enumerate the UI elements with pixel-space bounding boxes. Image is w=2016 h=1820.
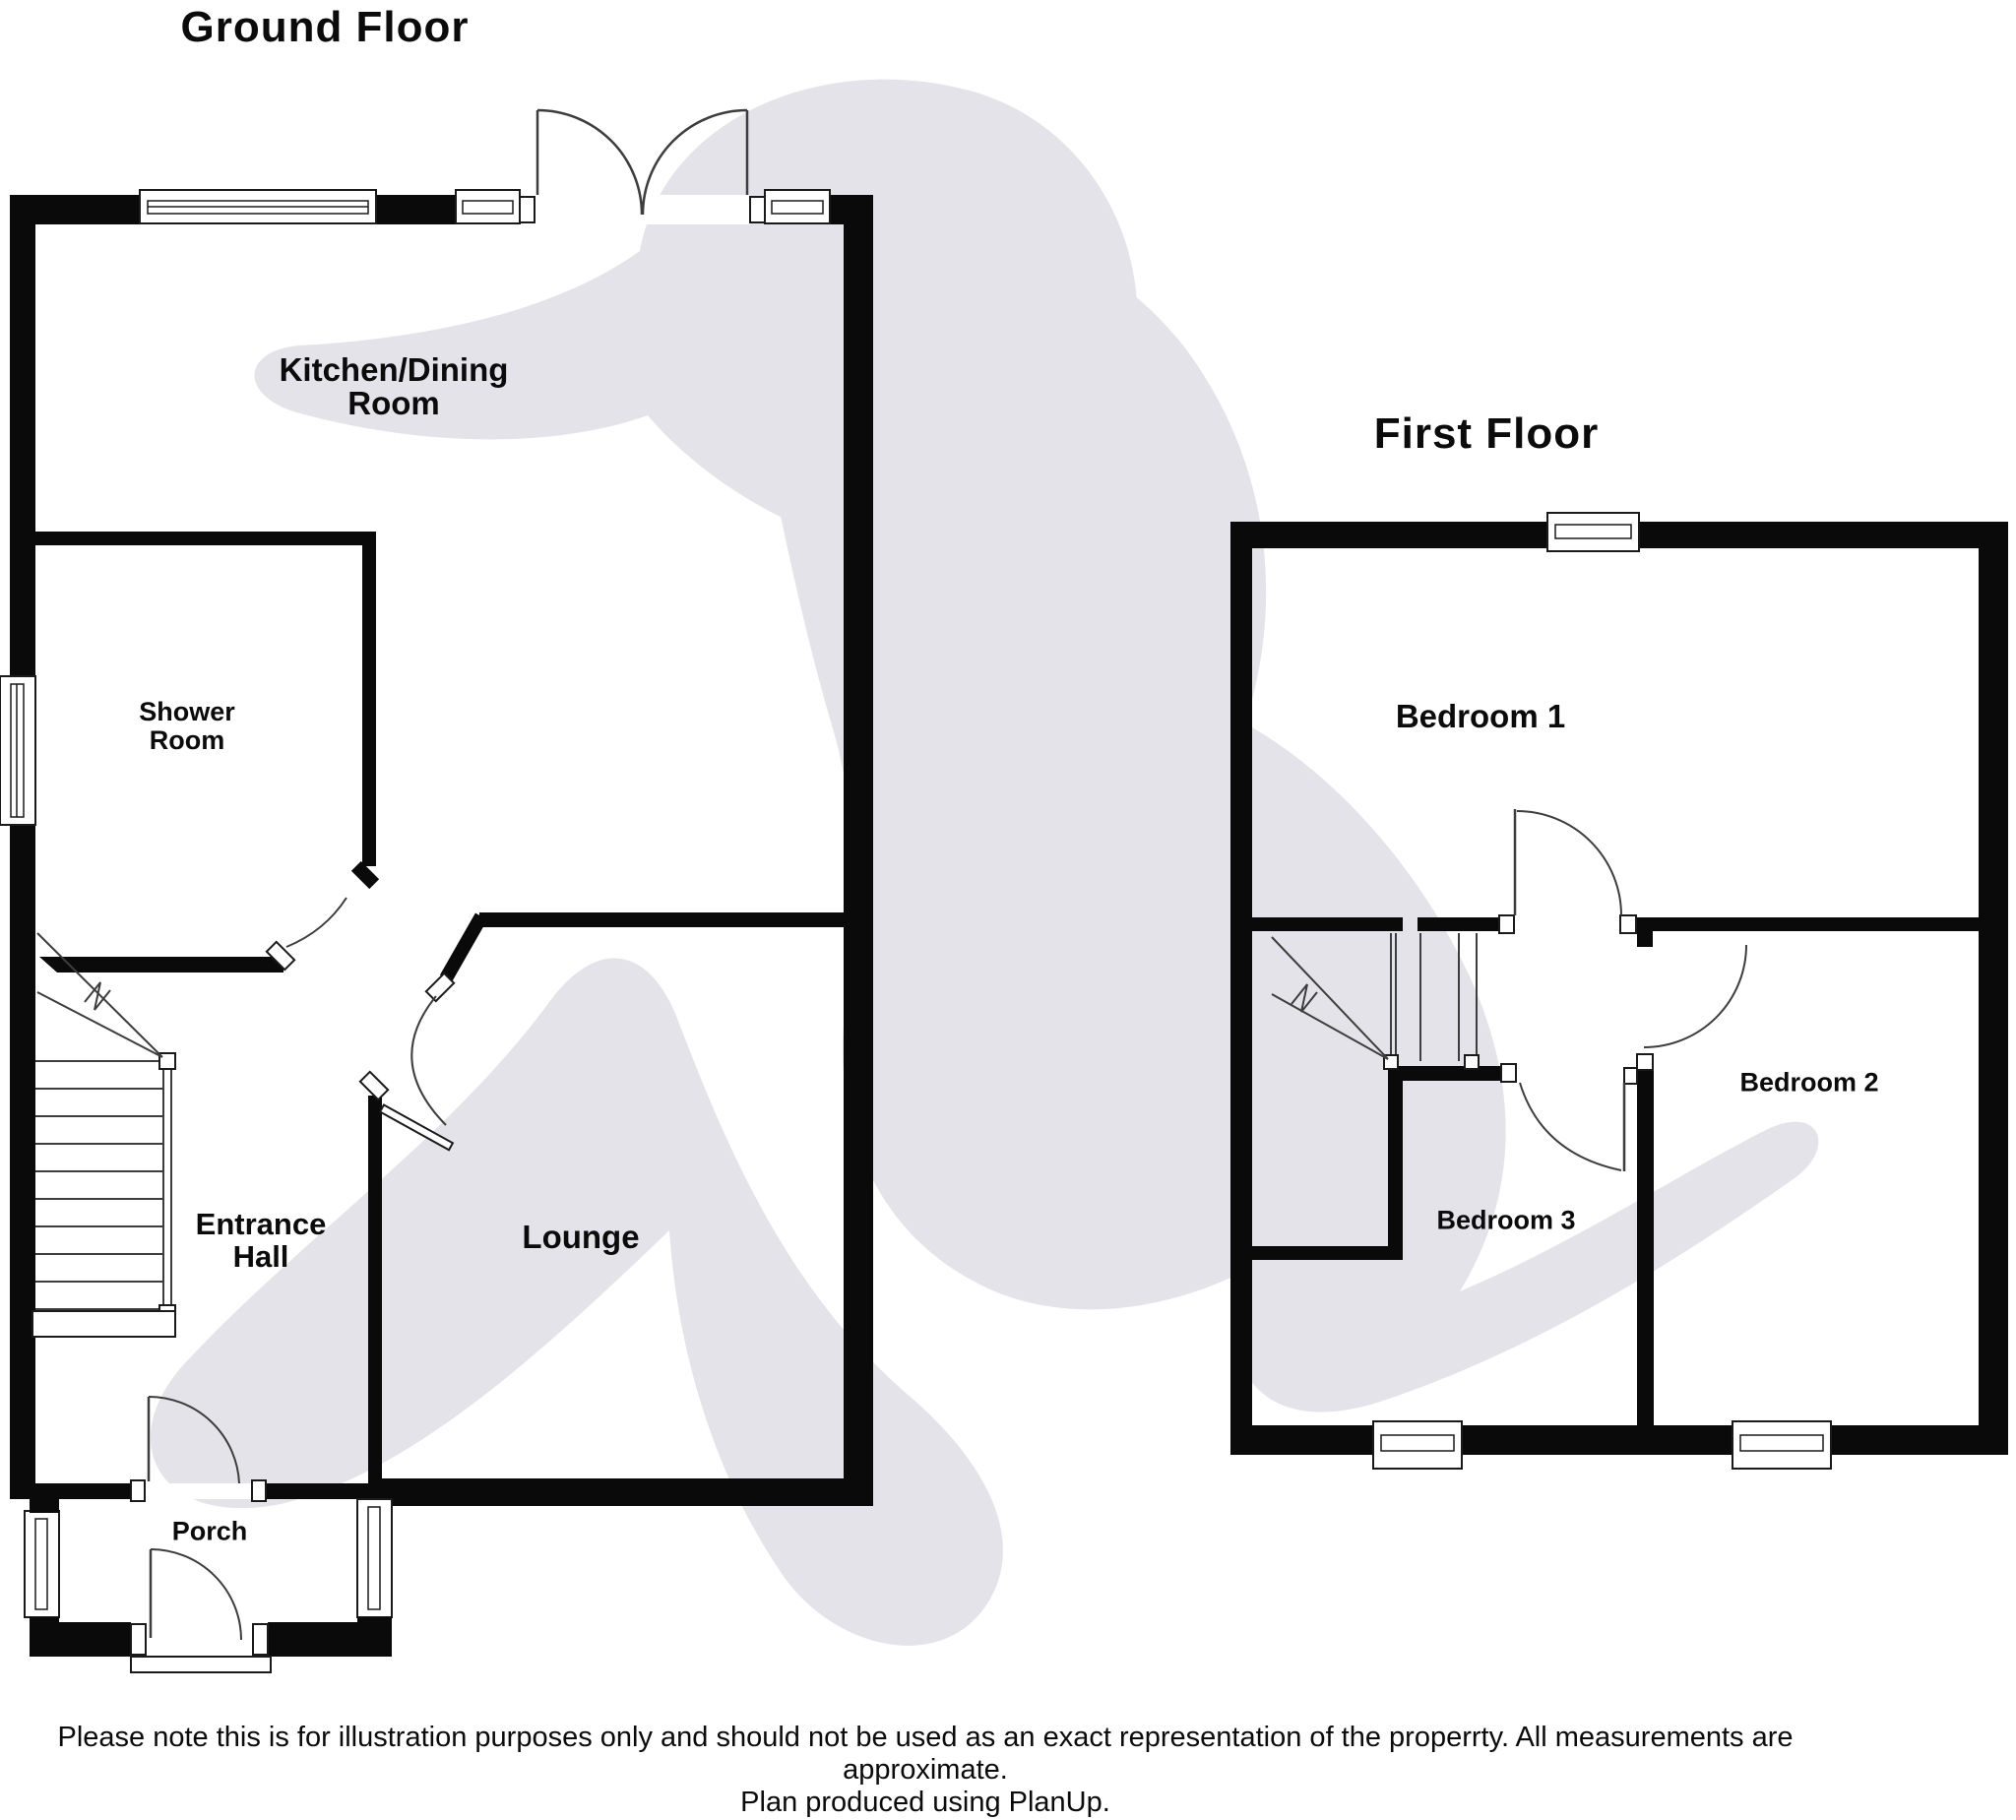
room-label-kitchen-dining: Kitchen/Dining Room <box>279 351 509 421</box>
ground-floor-windows <box>0 189 831 1618</box>
ground-floor-internal-walls <box>35 532 845 1481</box>
room-label-bedroom-1: Bedroom 1 <box>1395 698 1566 734</box>
bedroom2-door <box>1623 944 1747 1085</box>
first-floor-title: First Floor <box>1373 409 1600 458</box>
room-label-shower-room: Shower Room <box>139 697 235 755</box>
room-label-porch: Porch <box>171 1516 248 1546</box>
porch <box>30 1499 392 1673</box>
first-floor-windows <box>1372 512 1832 1470</box>
kitchen-window-large <box>139 189 377 224</box>
shower-room-window <box>0 675 36 826</box>
disclaimer-line-1: Please note this is for illustration pur… <box>57 1722 1794 1753</box>
first-floor-outer-walls <box>1230 522 2008 1455</box>
ground-floor-outer-walls <box>10 195 873 1506</box>
ground-floor-plan <box>0 108 873 1673</box>
disclaimer-footer: Please note this is for illustration pur… <box>0 1722 1851 1819</box>
hall-lounge-doorway <box>358 912 488 1152</box>
disclaimer-line-2: approximate. <box>843 1754 1008 1786</box>
bedroom3-window <box>1372 1420 1463 1470</box>
bedroom2-window <box>1732 1420 1832 1470</box>
plan-credit-line: Plan produced using PlanUp. <box>740 1787 1110 1818</box>
ground-floor-stairs <box>32 932 176 1338</box>
porch-right-window <box>356 1498 393 1618</box>
kitchen-window-small <box>455 189 521 224</box>
french-doors <box>519 108 766 223</box>
bedroom1-door <box>1498 809 1637 934</box>
watermark-swoosh <box>733 206 1819 1412</box>
bedroom1-window <box>1546 512 1640 552</box>
first-floor-plan <box>1230 512 2008 1470</box>
room-label-lounge: Lounge <box>522 1219 640 1255</box>
room-label-entrance-hall: Entrance Hall <box>195 1207 327 1274</box>
room-label-bedroom-3: Bedroom 3 <box>1436 1205 1576 1235</box>
watermark-tail <box>151 958 1003 1646</box>
front-door <box>149 1548 242 1641</box>
room-label-bedroom-2: Bedroom 2 <box>1739 1067 1879 1098</box>
porch-left-window <box>24 1510 60 1618</box>
ground-floor-title: Ground Floor <box>180 3 470 51</box>
bedroom3-door <box>1500 1063 1626 1171</box>
hall-porch-door <box>130 1395 267 1502</box>
first-floor-stairs <box>1271 933 1480 1070</box>
front-door-step <box>130 1656 272 1673</box>
first-floor-internal-walls <box>1252 917 1979 1425</box>
shower-room-door <box>265 860 380 972</box>
kitchen-window-right <box>764 189 831 224</box>
